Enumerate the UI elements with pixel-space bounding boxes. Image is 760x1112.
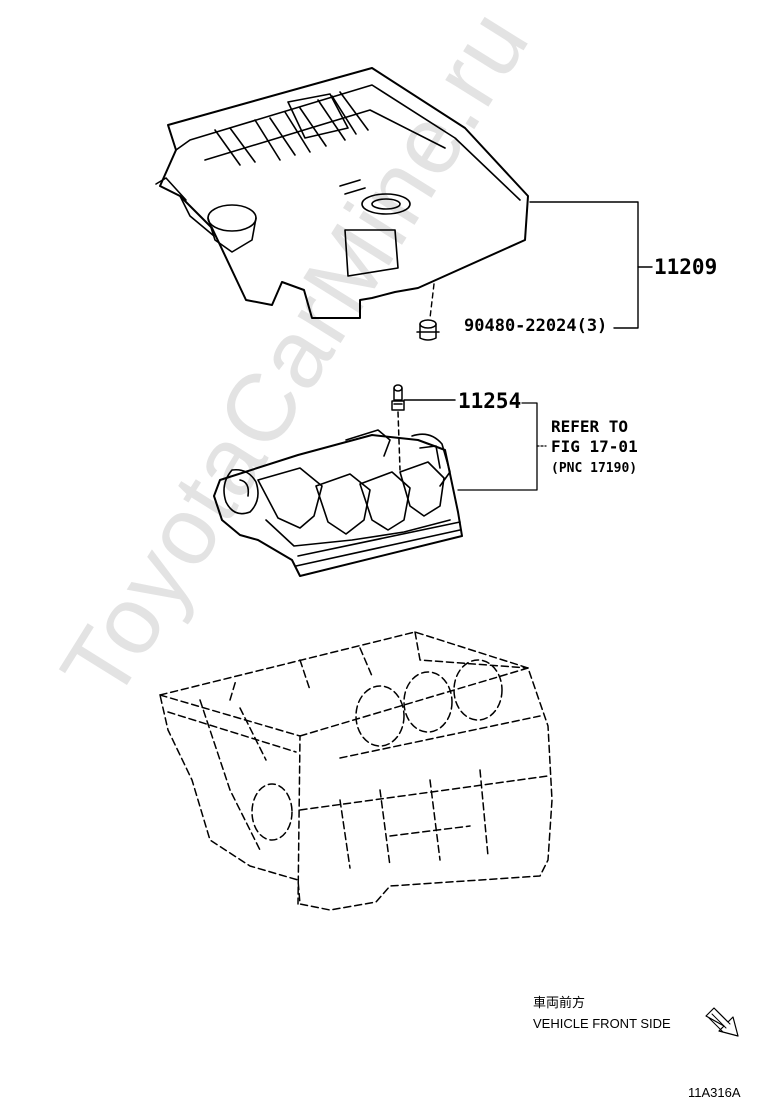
reference-leader-line [457,402,547,491]
engine-cover-leader-lines [429,201,653,329]
reference-line-1: REFER TO [551,417,629,436]
manifold-stud-part-number[interactable]: 11254 [458,389,522,413]
cover-clip-part-number[interactable]: 90480-22024(3) [464,316,608,336]
reference-line-2[interactable]: FIG 17-01 [551,437,638,456]
cover-clip-illustration[interactable] [416,319,440,341]
figure-id: 11A316A [688,1085,741,1100]
front-direction-label-en: VEHICLE FRONT SIDE [533,1016,671,1031]
intake-manifold-illustration[interactable] [213,429,463,577]
engine-cover-part-number[interactable]: 11209 [654,255,718,279]
front-direction-label-jp: 車両前方 [533,996,586,1011]
engine-block-illustration [159,631,553,911]
manifold-stud-illustration[interactable] [391,384,456,471]
front-direction-arrow-icon [705,1007,739,1037]
reference-line-3: (PNC 17190) [551,461,638,476]
engine-cover-illustration[interactable] [155,67,529,319]
